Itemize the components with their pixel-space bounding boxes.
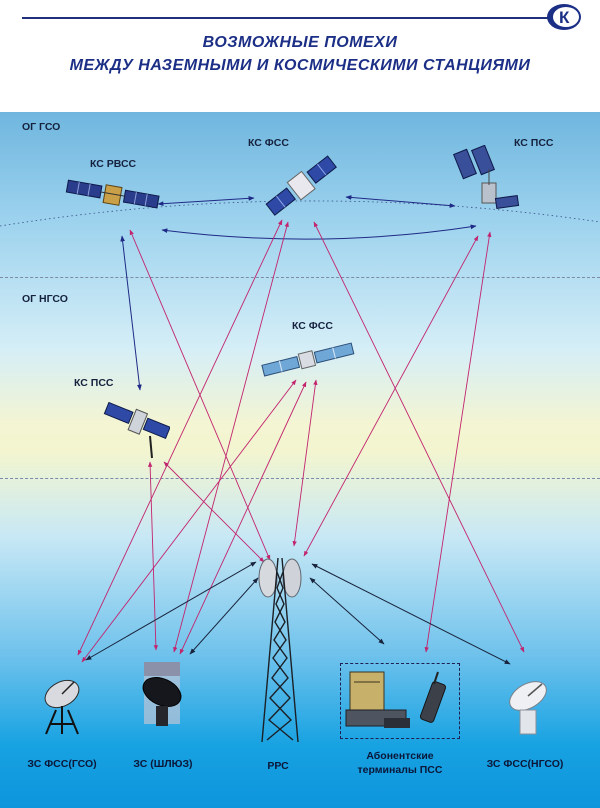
link-fss-ngso-es (313, 221, 525, 653)
es-fss-ngso-dish-icon (509, 681, 547, 735)
label-pss-ngso: КС ПСС (74, 377, 114, 389)
link-fss-pss (345, 195, 456, 208)
satellite-rvss-icon (65, 179, 160, 209)
subscriber-terminals-icon (345, 671, 447, 728)
link-pss-ngso-rrs (163, 461, 265, 563)
logo-letter: К (559, 8, 570, 27)
page-title-line2: МЕЖДУ НАЗЕМНЫМИ И КОСМИЧЕСКИМИ СТАНЦИЯМИ (69, 57, 531, 74)
geo-orbit-arc (0, 200, 600, 227)
es-gateway-dish-icon (142, 662, 182, 726)
satellite-fss-geo-icon (265, 155, 337, 216)
company-logo: К (547, 4, 581, 30)
label-pss-geo: КС ПСС (514, 137, 554, 149)
page-title-line1: ВОЗМОЖНЫЕ ПОМЕХИ (202, 34, 398, 51)
link-rrs-geo-es (85, 561, 257, 661)
link-rvss-pss-ngso (120, 235, 142, 391)
label-fss-geo: КС ФСС (248, 137, 289, 149)
link-rvss-fss (157, 195, 255, 207)
link-pss-terminals (424, 231, 492, 653)
link-pss-rrs (303, 235, 479, 557)
zone-label-ngso: ОГ НГСО (22, 293, 68, 305)
link-rrs-gateway (189, 577, 259, 655)
satellite-pss-ngso-icon (103, 401, 170, 459)
label-terminals-line1: Абонентские (366, 750, 434, 762)
link-rrs-terminals (309, 577, 385, 645)
orbit-zone-divider (0, 277, 600, 278)
label-rrs: РРС (267, 760, 289, 772)
label-rvss-geo: КС РВСС (90, 158, 137, 170)
label-es-fss-ngso: ЗС ФСС(НГСО) (486, 758, 564, 770)
header-rule (22, 17, 550, 19)
label-fss-ngso: КС ФСС (292, 320, 333, 332)
satellite-fss-ngso-icon (261, 342, 355, 377)
terminals-group-box (340, 663, 460, 739)
label-terminals-line2: терминалы ПСС (357, 764, 443, 776)
label-es-gateway: ЗС (ШЛЮЗ) (133, 758, 193, 770)
zone-label-geo: ОГ ГСО (22, 121, 61, 133)
es-fss-geo-dish-icon (44, 679, 80, 735)
label-es-fss-geo: ЗС ФСС(ГСО) (27, 758, 97, 770)
link-fss-ngso-rrs (292, 379, 318, 547)
satellite-pss-geo-icon (452, 145, 520, 210)
link-rrs-ngso-es (311, 563, 511, 665)
rrs-tower-icon (258, 557, 302, 743)
